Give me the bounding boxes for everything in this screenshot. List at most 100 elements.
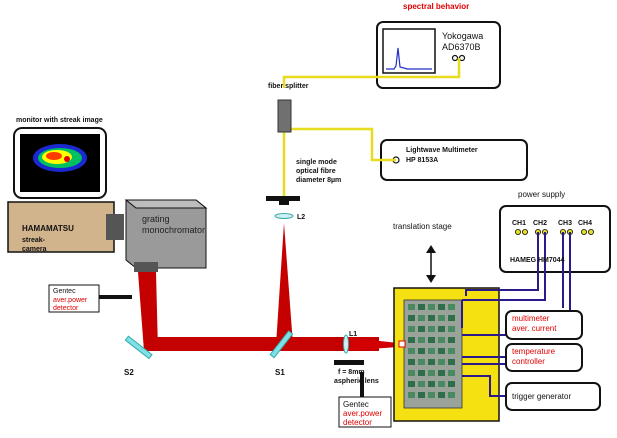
l1-label: L1 (349, 331, 358, 338)
fibre-label-1: single mode (296, 159, 337, 166)
analyzer-port-icon (451, 54, 459, 62)
lens-l1 (343, 334, 349, 354)
chip-cell (448, 359, 455, 365)
chip-cell (418, 359, 425, 365)
chip-facet-spot (398, 340, 406, 348)
fiber-to-analyzer (282, 58, 461, 88)
chip-cell (408, 348, 415, 354)
fiber-splitter-block (277, 99, 292, 133)
chip-cell (408, 370, 415, 376)
s2-label: S2 (124, 368, 134, 377)
fiber-splitter-label: fiber splitter (268, 83, 309, 90)
chip-cell (418, 337, 425, 343)
fiber-mount (266, 196, 300, 201)
chip-cell (418, 315, 425, 321)
gentec-bottom-box (338, 396, 392, 428)
translation-stage-label: translation stage (393, 222, 452, 231)
chip-cell (438, 392, 445, 398)
yokogawa-label: Yokogawa (442, 31, 484, 41)
lens-l1-mount (334, 360, 364, 365)
chip-cell (408, 337, 415, 343)
beam-focus-to-chip (344, 337, 398, 351)
ch4-label: CH4 (578, 220, 593, 227)
chip-cell (438, 381, 445, 387)
lightwave-label-2: HP 8153A (406, 157, 439, 164)
fiber-to-multimeter (282, 124, 396, 162)
chip-cell (408, 326, 415, 332)
temperature-controller-box (505, 343, 583, 372)
chip-cell (448, 370, 455, 376)
chip-cell (418, 381, 425, 387)
chip-cell (418, 392, 425, 398)
monitor-label: monitor with streak image (16, 117, 103, 124)
hamamatsu-label: HAMAMATSU (22, 224, 74, 233)
chip-cell (438, 326, 445, 332)
grating-label-1: grating (142, 214, 170, 224)
chip-cell (408, 381, 415, 387)
streak-label-2: camera (22, 246, 47, 253)
gentec-top-connector (98, 295, 132, 299)
multimeter-box (505, 310, 583, 340)
chip-cell (448, 348, 455, 354)
chip-cell (428, 304, 435, 310)
translation-arrow-heads (426, 245, 436, 283)
streak-image-spot (64, 156, 70, 162)
beam-horizontal (144, 337, 379, 351)
chip-cell (448, 326, 455, 332)
chip-cell (438, 337, 445, 343)
chip-cell (428, 315, 435, 321)
chip-cell (428, 326, 435, 332)
lightwave-label-1: Lightwave Multimeter (406, 147, 478, 154)
grating-label-2: monochromator (142, 225, 206, 235)
chip-cell (408, 304, 415, 310)
chip-cell (448, 315, 455, 321)
temperature-label-2: controller (512, 357, 545, 366)
chip-cell (428, 381, 435, 387)
hameg-label: HAMEG HM7044 (510, 257, 565, 264)
fiber-mount-base (279, 201, 289, 205)
chip-cell (418, 326, 425, 332)
fibre-label-3: diameter 8µm (296, 177, 342, 184)
power-supply-box (499, 205, 611, 273)
mirror-s1 (269, 330, 294, 359)
l2-label: L2 (297, 214, 306, 221)
chip-cell (438, 359, 445, 365)
chip-cell (418, 348, 425, 354)
lens-label-1: f = 8mm (338, 369, 365, 376)
gentec-bottom-connector (360, 372, 364, 398)
power-supply-label: power supply (518, 190, 566, 199)
spectral-behavior-label: spectral behavior (403, 2, 470, 11)
chip-cell (438, 315, 445, 321)
chip-cell (448, 304, 455, 310)
mirror-s2 (124, 335, 153, 360)
gentec-top-box (48, 284, 100, 313)
chip-cell (438, 304, 445, 310)
chip-elements (408, 304, 455, 398)
chip-cell (448, 392, 455, 398)
trigger-generator-label: trigger generator (512, 392, 572, 401)
chip-cell (428, 337, 435, 343)
beam-to-monochromator (138, 272, 158, 351)
s1-label: S1 (275, 368, 285, 377)
chip-cell (428, 359, 435, 365)
multimeter-label-1: multimeter (512, 314, 550, 323)
streak-label-1: streak- (22, 237, 45, 244)
ch3-label: CH3 (558, 220, 573, 227)
chip-cell (438, 348, 445, 354)
gentec-bottom-label-2: aver.power (343, 409, 383, 418)
lens-l2 (274, 213, 294, 219)
chip-cell (428, 348, 435, 354)
camera-coupler (106, 214, 124, 240)
ch1-label: CH1 (512, 220, 527, 227)
chip-cell (408, 315, 415, 321)
multimeter-label-2: aver. current (512, 324, 557, 333)
monochromator-top (124, 199, 208, 209)
ch2-label: CH2 (533, 220, 548, 227)
beam-to-l2 (276, 223, 293, 345)
temperature-label-1: temperature (512, 347, 556, 356)
chip-cell (438, 370, 445, 376)
chip-cell (418, 304, 425, 310)
chip-cell (448, 381, 455, 387)
